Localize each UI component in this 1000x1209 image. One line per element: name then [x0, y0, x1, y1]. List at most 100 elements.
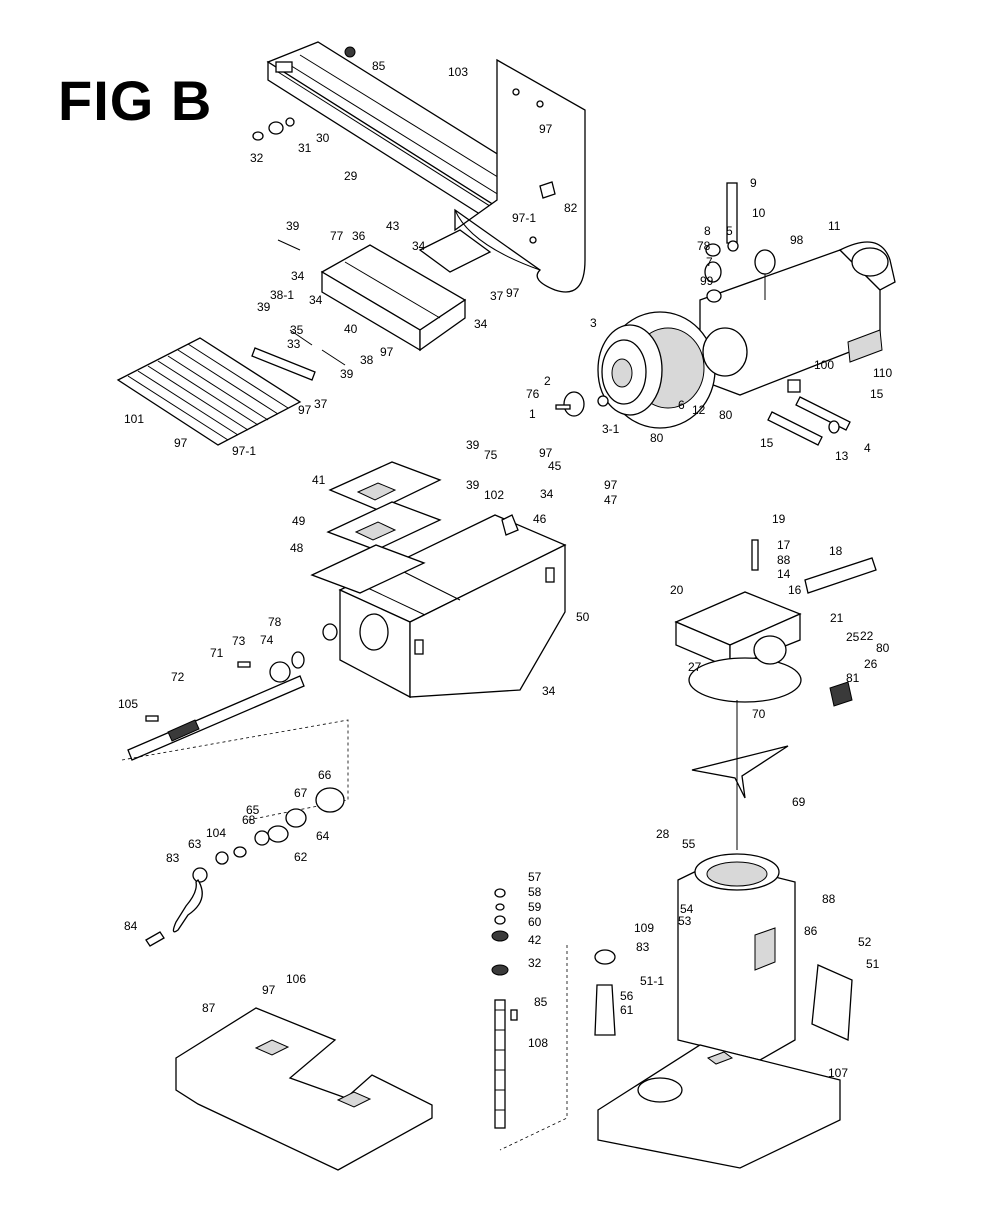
part-callout: 86: [804, 924, 818, 938]
part-callout: 51-1: [640, 974, 664, 988]
part-callout: 102: [484, 488, 504, 502]
part-callout: 54: [680, 902, 694, 916]
part-callout: 34: [309, 293, 323, 307]
knee-plates: [310, 461, 442, 594]
part-callout: 29: [344, 169, 358, 183]
part-callout: 56: [620, 989, 634, 1003]
part-callout: 78: [268, 615, 282, 629]
head-casting-part: [597, 241, 896, 429]
part-callout: 104: [206, 826, 226, 840]
part-callout: 85: [534, 995, 548, 1009]
part-callout: 4: [864, 441, 871, 455]
part-callout: 61: [620, 1003, 634, 1017]
part-callout: 21: [830, 611, 844, 625]
part-callout: 60: [528, 915, 542, 929]
part-callout: 80: [719, 408, 733, 422]
part-callout: 101: [124, 412, 144, 426]
part-callout: 97: [262, 983, 276, 997]
part-callout: 15: [760, 436, 774, 450]
spider-part: [691, 700, 789, 850]
part-callout: 97: [298, 403, 312, 417]
part-callout: 40: [344, 322, 358, 336]
part-callout: 30: [316, 131, 330, 145]
part-callout: 10: [752, 206, 766, 220]
part-callout: 27: [688, 660, 702, 674]
part-callout: 34: [474, 317, 488, 331]
part-callout: 19: [772, 512, 786, 526]
part-callout: 38: [360, 353, 374, 367]
part-callout: 38-1: [270, 288, 294, 302]
part-callout: 49: [292, 514, 306, 528]
part-callout: 6: [678, 398, 685, 412]
part-callout: 25: [846, 630, 860, 644]
part-callout: 41: [312, 473, 326, 487]
part-callout: 37: [490, 289, 504, 303]
part-callout: 97: [380, 345, 394, 359]
elevation-screw-part: [491, 888, 616, 1151]
part-callout: 3: [590, 316, 597, 330]
part-callout: 3-1: [602, 422, 620, 436]
column-base-part: [597, 853, 853, 1169]
part-callout: 46: [533, 512, 547, 526]
part-callout: 39: [340, 367, 354, 381]
part-callout: 66: [318, 768, 332, 782]
part-callout: 48: [290, 541, 304, 555]
part-callout: 57: [528, 870, 542, 884]
part-callout: 107: [828, 1066, 848, 1080]
part-callout: 9: [750, 176, 757, 190]
part-callout: 98: [790, 233, 804, 247]
part-callout: 100: [814, 358, 834, 372]
crank-assembly: [121, 719, 349, 947]
part-callout: 1: [529, 407, 536, 421]
part-callout: 31: [298, 141, 312, 155]
part-callout: 72: [171, 670, 185, 684]
part-callout: 51: [866, 957, 880, 971]
part-callout: 50: [576, 610, 590, 624]
part-callout: 12: [692, 403, 706, 417]
part-callout: 87: [202, 1001, 216, 1015]
part-callout: 83: [636, 940, 650, 954]
part-callout: 62: [294, 850, 308, 864]
part-callout: 39: [257, 300, 271, 314]
part-callout: 88: [777, 553, 791, 567]
part-callout: 22: [860, 629, 874, 643]
part-callout: 106: [286, 972, 306, 986]
part-callout: 5: [726, 224, 733, 238]
part-callout: 69: [792, 795, 806, 809]
table-hardware: [252, 46, 556, 244]
part-callout: 97: [604, 478, 618, 492]
part-callout: 42: [528, 933, 542, 947]
part-callout: 33: [287, 337, 301, 351]
part-callout: 34: [291, 269, 305, 283]
part-callout: 59: [528, 900, 542, 914]
part-callout: 36: [352, 229, 366, 243]
part-callout: 97-1: [512, 211, 536, 225]
part-callout: 32: [528, 956, 542, 970]
part-callout: 47: [604, 493, 618, 507]
part-callout: 65: [246, 803, 260, 817]
part-callout: 26: [864, 657, 878, 671]
part-callout: 99: [700, 274, 714, 288]
part-callout: 64: [316, 829, 330, 843]
knee-part: [322, 514, 567, 699]
part-callout: 75: [484, 448, 498, 462]
part-callout: 39: [466, 438, 480, 452]
part-callout: 55: [682, 837, 696, 851]
chip-guard-part: [116, 337, 316, 446]
part-callout: 8: [704, 224, 711, 238]
part-callout: 20: [670, 583, 684, 597]
part-callout: 97: [174, 436, 188, 450]
part-callout: 97: [539, 122, 553, 136]
part-callout: 108: [528, 1036, 548, 1050]
part-callout: 109: [634, 921, 654, 935]
part-callout: 97-1: [232, 444, 256, 458]
part-callout: 73: [232, 634, 246, 648]
part-callout: 68: [242, 813, 256, 827]
part-callout: 67: [294, 786, 308, 800]
part-callout: 32: [250, 151, 264, 165]
part-callout: 80: [650, 431, 664, 445]
part-callout: 85: [372, 59, 386, 73]
part-callout: 70: [752, 707, 766, 721]
part-callout: 97: [506, 286, 520, 300]
